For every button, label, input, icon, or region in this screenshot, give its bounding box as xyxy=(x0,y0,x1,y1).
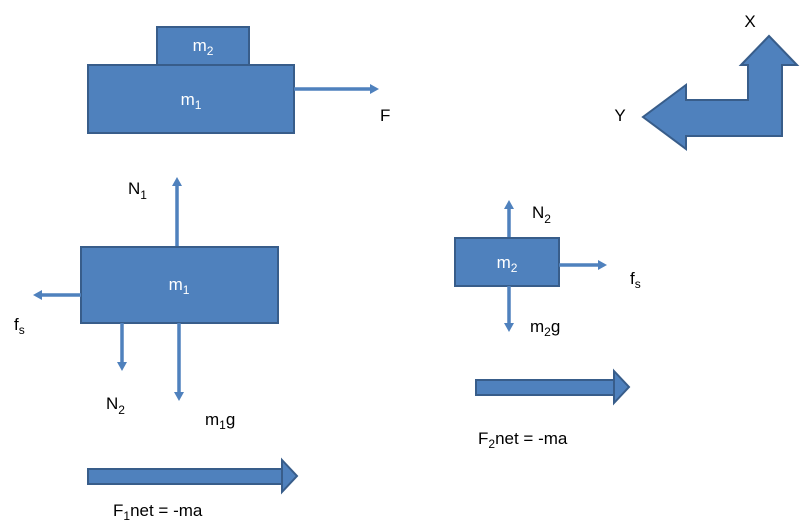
bent-arrow-icon xyxy=(641,34,800,151)
block-m2-label: m2 xyxy=(497,253,518,275)
y-axis-label: Y xyxy=(614,106,625,125)
net-force-label-m1: F1net = -ma xyxy=(113,501,203,523)
weight-m1-label: m1g xyxy=(205,410,235,432)
applied-force-label: F xyxy=(380,106,390,125)
block-m1 xyxy=(80,246,279,324)
friction-force-label-m1: fs xyxy=(14,315,25,337)
friction-force-arrow-m1 xyxy=(33,290,81,300)
fbd-m1: N1 m1 fs N2 m1g xyxy=(14,177,299,523)
normal-force-n2-up-arrow xyxy=(504,200,514,238)
block-m2-top-label: m2 xyxy=(193,36,214,58)
normal-force-n1-arrow xyxy=(172,177,182,247)
weight-m1-arrow xyxy=(174,323,184,401)
net-force-arrow-m1 xyxy=(87,457,299,495)
normal-force-n2-down-arrow xyxy=(117,323,127,371)
applied-force-arrow xyxy=(294,84,379,94)
block-m2-top xyxy=(156,26,250,66)
x-axis-label: X xyxy=(744,12,755,31)
system-diagram: m2 m1 F xyxy=(87,26,390,134)
block-m1-top xyxy=(87,64,295,134)
normal-force-n1-label: N1 xyxy=(128,179,147,202)
fbd-m2: N2 m2 fs m2g F2net = -ma xyxy=(454,200,641,451)
block-m1-top-label: m1 xyxy=(181,90,202,112)
friction-force-label-m2: fs xyxy=(630,269,641,291)
weight-m2-arrow xyxy=(504,286,514,332)
weight-m2-label: m2g xyxy=(530,317,560,339)
net-force-arrow-m2 xyxy=(475,368,631,406)
net-force-label-m2: F2net = -ma xyxy=(478,429,568,451)
block-m1-label: m1 xyxy=(169,275,190,297)
block-m2 xyxy=(454,237,560,287)
friction-force-arrow-m2 xyxy=(559,260,607,270)
coordinate-axes: X Y xyxy=(614,12,800,151)
normal-force-n2-down-label: N2 xyxy=(106,394,125,417)
normal-force-n2-up-label: N2 xyxy=(532,203,551,226)
